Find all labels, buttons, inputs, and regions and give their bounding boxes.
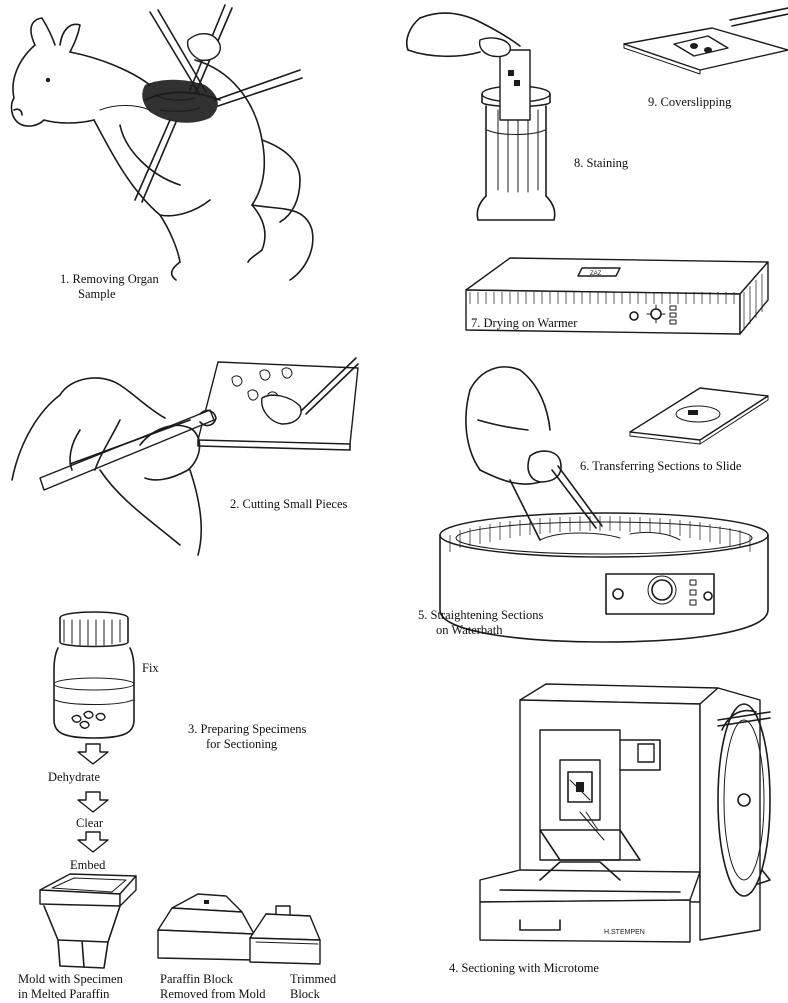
- step-4-label: 4. Sectioning with Microtome: [449, 961, 599, 975]
- trimmed-block-label: Trimmed Block: [290, 972, 336, 1002]
- step-9-label: 9. Coverslipping: [648, 95, 732, 109]
- paraffin-block-drawing: [157, 893, 255, 961]
- step-3-line2: for Sectioning: [206, 737, 278, 751]
- step-5-label: 5. Straightening Sections on Waterbath: [418, 608, 543, 638]
- embed-label: Embed: [70, 858, 106, 872]
- slide-with-sections-drawing: [629, 387, 769, 445]
- mold-label: Mold with Specimen in Melted Paraffin: [18, 972, 123, 1002]
- clear-label: Clear: [76, 816, 104, 830]
- slide-warmer-drawing: [465, 257, 769, 335]
- paraffin-line2: Removed from Mold: [160, 987, 266, 1001]
- waterbath-drawing: [439, 512, 769, 643]
- mold-line2: in Melted Paraffin: [18, 987, 110, 1001]
- flow-arrows: [77, 743, 109, 853]
- staining-jar-drawing: [405, 12, 556, 221]
- step-1-line1: 1. Removing Organ: [60, 272, 159, 286]
- step-2-label: 2. Cutting Small Pieces: [230, 497, 348, 511]
- step-1-line2: Sample: [78, 287, 116, 301]
- paraffin-mold-drawing: [39, 873, 137, 969]
- step-5-line2: on Waterbath: [436, 623, 503, 637]
- mold-line1: Mold with Specimen: [18, 972, 123, 986]
- step-3-line1: 3. Preparing Specimens: [188, 722, 307, 736]
- coverslip-drawing: [623, 7, 788, 75]
- paraffin-block-label: Paraffin Block Removed from Mold: [160, 972, 266, 1002]
- step-5-line1: 5. Straightening Sections: [418, 608, 544, 622]
- step-6-label: 6. Transferring Sections to Slide: [580, 459, 742, 473]
- trimmed-line1: Trimmed: [290, 972, 337, 986]
- paraffin-line1: Paraffin Block: [160, 972, 234, 986]
- cutting-pieces-drawing: [11, 357, 359, 556]
- trimmed-block-drawing: [249, 905, 321, 965]
- step-8-label: 8. Staining: [574, 156, 629, 170]
- trimmed-line2: Block: [290, 987, 320, 1001]
- step-7-label: 7. Drying on Warmer: [471, 316, 578, 330]
- hand-with-slide-drawing: [465, 366, 603, 541]
- microtome-drawing: [479, 683, 771, 943]
- vial-drawing: [53, 611, 135, 739]
- artist-signature: H.STEMPEN: [604, 929, 645, 936]
- pig-dissection-drawing: [10, 4, 314, 281]
- step-1-label: 1. Removing Organ Sample: [60, 272, 159, 302]
- warmer-slide-label: ZAZ: [590, 271, 602, 277]
- fix-label: Fix: [142, 661, 159, 675]
- dehydrate-label: Dehydrate: [48, 770, 101, 784]
- step-3-label: 3. Preparing Specimens for Sectioning: [188, 722, 306, 752]
